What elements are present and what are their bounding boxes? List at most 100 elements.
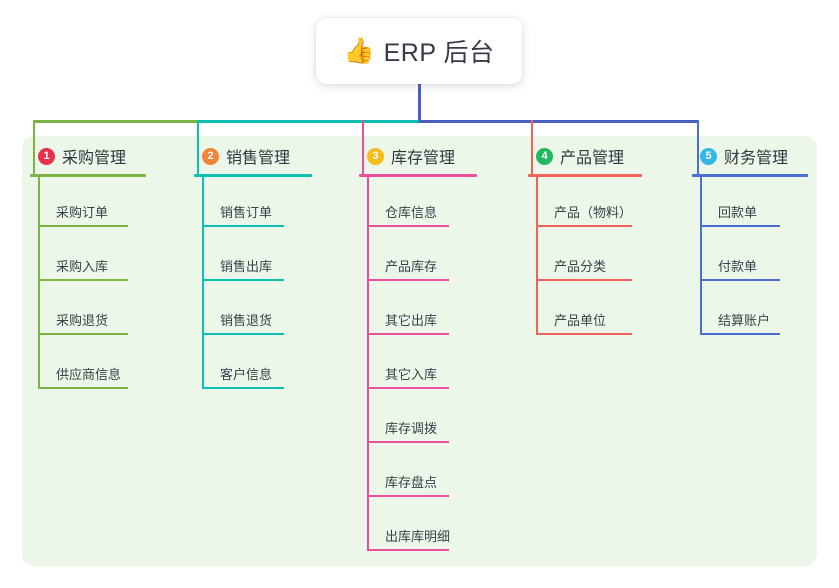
root-node[interactable]: 👍 ERP 后台: [316, 18, 522, 84]
branch-item[interactable]: 其它入库: [359, 339, 477, 393]
branch-item[interactable]: 销售订单: [194, 177, 312, 231]
branch-item-rule: [367, 549, 449, 551]
branch-header-rule: [692, 174, 808, 177]
branch-item-rule: [202, 225, 284, 227]
branch-item-label: 采购订单: [56, 205, 109, 220]
branch-item[interactable]: 销售出库: [194, 231, 312, 285]
drop-line-4: [531, 120, 533, 174]
branch-title: 采购管理: [62, 150, 127, 167]
branch-item[interactable]: 销售退货: [194, 285, 312, 339]
branch-spine-line: [367, 177, 369, 551]
branch-item-label: 产品单位: [554, 313, 607, 328]
branch-header-rule: [194, 174, 312, 177]
branch-number-badge: 5: [700, 147, 717, 165]
branch-item-rule: [38, 333, 128, 335]
branch-item[interactable]: 付款单: [692, 231, 808, 285]
branch-item[interactable]: 仓库信息: [359, 177, 477, 231]
bus-segment-1: [34, 120, 198, 123]
branch-header-2[interactable]: 2 销售管理: [194, 144, 312, 168]
branch-item-label: 供应商信息: [56, 367, 122, 382]
branch-item[interactable]: 结算账户: [692, 285, 808, 339]
branch-item-rule: [202, 333, 284, 335]
branch-item[interactable]: 产品（物料）: [528, 177, 642, 231]
branch-spine-line: [38, 177, 40, 389]
branch-spine-line: [202, 177, 204, 389]
branch-item-label: 仓库信息: [385, 205, 438, 220]
branch-title: 销售管理: [226, 150, 291, 167]
branch-item-label: 产品库存: [385, 259, 438, 274]
branch-item-rule: [367, 441, 449, 443]
branch-item-label: 付款单: [718, 259, 758, 274]
diagram-panel: [22, 136, 817, 566]
branch-item-rule: [367, 333, 449, 335]
branch-item[interactable]: 产品库存: [359, 231, 477, 285]
branch-number-badge: 4: [536, 147, 553, 165]
thumbs-up-icon: 👍: [343, 36, 375, 65]
branch-item-rule: [202, 279, 284, 281]
branch-spine-line: [536, 177, 538, 335]
branch-item-rule: [700, 333, 780, 335]
branch-item-list: 回款单付款单结算账户: [692, 177, 808, 339]
drop-line-2: [197, 120, 199, 174]
branch-item-label: 客户信息: [220, 367, 273, 382]
branch-column-产品管理: 4 产品管理产品（物料） 产品分类产品单位: [528, 144, 642, 339]
branch-item-list: 销售订单销售出库销售退货客户信息: [194, 177, 312, 393]
branch-item[interactable]: 供应商信息: [30, 339, 146, 393]
branch-item[interactable]: 库存调拨: [359, 393, 477, 447]
bus-segment-2: [198, 120, 419, 123]
branch-item[interactable]: 采购订单: [30, 177, 146, 231]
branch-item[interactable]: 库存盘点: [359, 447, 477, 501]
branch-item-label: 产品分类: [554, 259, 607, 274]
branch-column-库存管理: 3 库存管理仓库信息产品库存其它出库其它入库库存调拨库存盘点出库库明细: [359, 144, 477, 555]
branch-item-label: 采购入库: [56, 259, 109, 274]
branch-item-label: 结算账户: [718, 313, 771, 328]
branch-column-销售管理: 2 销售管理销售订单销售出库销售退货客户信息: [194, 144, 312, 393]
drop-line-1: [33, 120, 35, 174]
branch-item[interactable]: 出库库明细: [359, 501, 477, 555]
branch-item-label: 其它出库: [385, 313, 438, 328]
branch-item[interactable]: 产品单位: [528, 285, 642, 339]
branch-title: 产品管理: [560, 150, 625, 167]
branch-item-rule: [367, 387, 449, 389]
branch-item-rule: [700, 225, 780, 227]
branch-item-list: 采购订单采购入库采购退货供应商信息: [30, 177, 146, 393]
branch-item-rule: [700, 279, 780, 281]
branch-item-label: 销售出库: [220, 259, 273, 274]
branch-item[interactable]: 采购入库: [30, 231, 146, 285]
branch-item-rule: [367, 225, 449, 227]
branch-item-label: 其它入库: [385, 367, 438, 382]
branch-item[interactable]: 回款单: [692, 177, 808, 231]
drop-line-5: [697, 120, 699, 174]
drop-line-3: [362, 120, 364, 174]
branch-item-rule: [38, 225, 128, 227]
branch-header-rule: [528, 174, 642, 177]
branch-item[interactable]: 客户信息: [194, 339, 312, 393]
branch-item-label: 出库库明细: [385, 529, 451, 544]
branch-item-rule: [536, 333, 632, 335]
branch-header-4[interactable]: 4 产品管理: [528, 144, 642, 168]
branch-item-label: 采购退货: [56, 313, 109, 328]
branch-number-badge: 3: [367, 147, 384, 165]
branch-item-rule: [38, 387, 128, 389]
branch-title: 库存管理: [391, 150, 456, 167]
branch-item[interactable]: 采购退货: [30, 285, 146, 339]
branch-item-label: 销售退货: [220, 313, 273, 328]
branch-item-label: 库存盘点: [385, 475, 438, 490]
branch-header-3[interactable]: 3 库存管理: [359, 144, 477, 168]
branch-header-rule: [359, 174, 477, 177]
branch-item-rule: [202, 387, 284, 389]
branch-item[interactable]: 产品分类: [528, 231, 642, 285]
branch-item[interactable]: 其它出库: [359, 285, 477, 339]
branch-item-list: 仓库信息产品库存其它出库其它入库库存调拨库存盘点出库库明细: [359, 177, 477, 555]
branch-item-rule: [367, 495, 449, 497]
branch-number-badge: 2: [202, 147, 219, 165]
branch-item-rule: [536, 279, 632, 281]
branch-spine-line: [700, 177, 702, 335]
bus-segment-3: [419, 120, 698, 123]
branch-item-label: 销售订单: [220, 205, 273, 220]
